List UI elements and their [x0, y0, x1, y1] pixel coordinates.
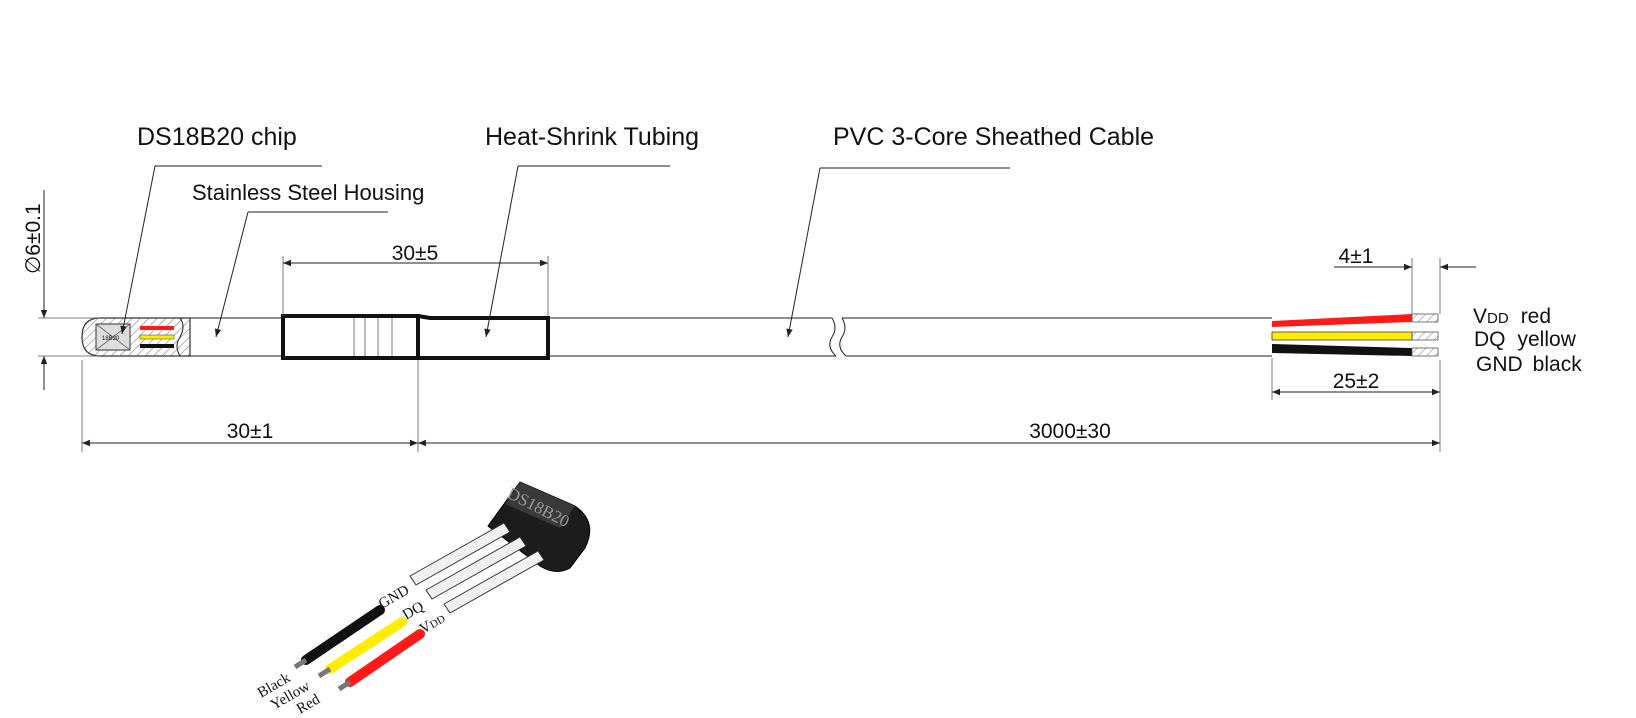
dimension-strip-length: 4±1 — [1334, 245, 1476, 314]
callout-chip: DS18B20 chip — [120, 123, 322, 335]
svg-text:∅6±0.1: ∅6±0.1 — [22, 203, 45, 274]
diameter-symbol: ∅ — [22, 256, 45, 274]
cable-length-value: 3000±30 — [1029, 420, 1111, 443]
pinout-wires — [293, 605, 425, 692]
callout-housing: Stainless Steel Housing — [192, 180, 424, 338]
wire-leads — [1271, 313, 1439, 357]
heat-shrink-tubing — [281, 314, 550, 360]
dimension-tubing-length: 30±5 — [282, 242, 549, 316]
strip-length-value: 4±1 — [1339, 245, 1374, 268]
label-tubing: Heat-Shrink Tubing — [485, 123, 699, 151]
wire-black — [1272, 344, 1412, 356]
chip-pins — [409, 522, 545, 614]
pinout-illustration: DS18B20 GND DQ VDD Black Yellow Red — [255, 481, 591, 718]
label-housing: Stainless Steel Housing — [192, 180, 424, 205]
wire-color-labels: Black Yellow Red — [255, 670, 323, 718]
tubing-length-value: 30±5 — [392, 242, 439, 265]
wire-red — [1272, 314, 1412, 327]
to92-chip: DS18B20 — [487, 481, 591, 572]
wire-yellow — [1271, 331, 1413, 341]
chip-tiny-marking: 18B20 — [102, 336, 120, 342]
wire-length-value: 25±2 — [1333, 370, 1380, 393]
chip-inside-housing: 18B20 — [95, 323, 175, 351]
dimension-diameter: ∅6±0.1 — [22, 190, 100, 390]
label-chip: DS18B20 chip — [137, 123, 297, 151]
diameter-value: 6±0.1 — [22, 203, 45, 255]
pvc-cable — [548, 317, 1272, 357]
dimension-cable-length: 3000±30 — [418, 360, 1441, 452]
housing-length-value: 30±1 — [227, 420, 274, 443]
dimension-wire-length: 25±2 — [1271, 358, 1440, 400]
callout-cable: PVC 3-Core Sheathed Cable — [786, 123, 1154, 338]
callout-tubing: Heat-Shrink Tubing — [484, 123, 699, 338]
dimension-housing-length: 30±1 — [81, 360, 419, 452]
label-cable: PVC 3-Core Sheathed Cable — [833, 123, 1154, 151]
